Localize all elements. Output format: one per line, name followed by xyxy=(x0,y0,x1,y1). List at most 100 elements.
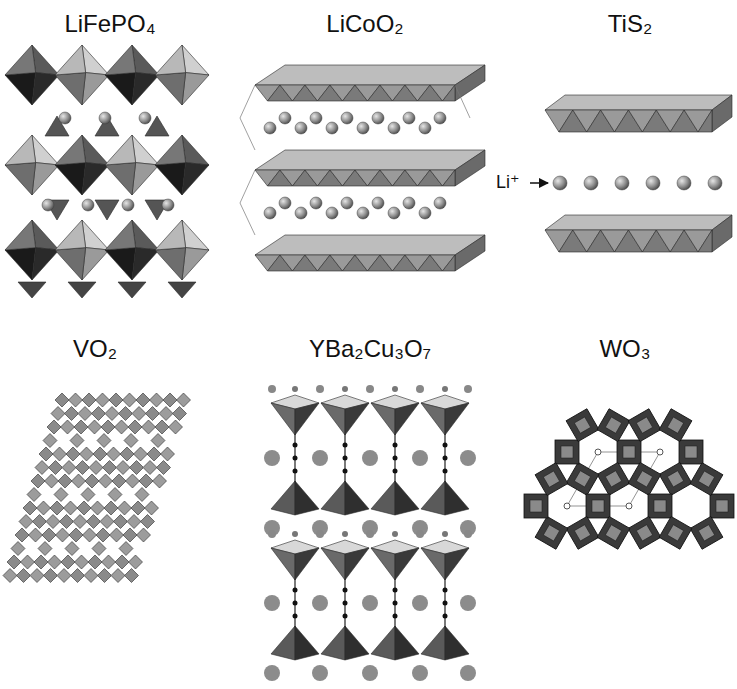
octahedron-square xyxy=(56,528,70,542)
oxygen-dot xyxy=(293,469,298,474)
octahedron-square xyxy=(586,494,610,518)
polyhedron-face xyxy=(5,220,36,250)
octahedron-square xyxy=(135,488,149,502)
polyhedron-face xyxy=(55,248,86,280)
octahedron-square xyxy=(69,528,83,542)
polyhedron-face xyxy=(105,220,136,250)
octahedron-square xyxy=(82,393,96,407)
octahedron-inner xyxy=(530,500,542,512)
oxygen-dot xyxy=(443,443,448,448)
octahedron-square xyxy=(64,501,78,515)
octahedron-square xyxy=(137,528,151,542)
pyramid-face xyxy=(321,403,345,435)
polyhedron-face xyxy=(182,248,209,280)
ba-atom xyxy=(412,665,428,681)
octahedron-outer xyxy=(535,463,568,496)
pyramid-face xyxy=(371,626,395,660)
octahedron-square xyxy=(65,407,79,421)
octahedron-outer xyxy=(628,409,661,442)
polyhedron-face xyxy=(182,220,209,250)
octahedron-outer xyxy=(617,440,641,464)
ion-sphere xyxy=(279,197,291,209)
octahedron-square xyxy=(57,569,71,583)
octahedron-outer xyxy=(597,516,630,549)
octahedron-square xyxy=(566,516,599,549)
slab-side xyxy=(455,235,485,271)
pyramid-face xyxy=(421,548,445,580)
octahedron-inner xyxy=(605,525,621,541)
pyramid-face xyxy=(371,548,395,580)
octahedron-inner xyxy=(574,417,590,433)
octahedron-square xyxy=(119,542,133,556)
oxygen-dot xyxy=(393,456,398,461)
octahedron-square xyxy=(131,501,145,515)
polyhedron-face xyxy=(32,220,59,250)
octahedron-square xyxy=(35,461,49,475)
octahedron-face xyxy=(684,110,712,132)
polyhedron-face xyxy=(55,45,86,75)
oxygen-dot xyxy=(393,601,398,606)
polyhedron-face xyxy=(32,163,59,195)
unit-cell-outline xyxy=(567,452,660,506)
ion-sphere xyxy=(99,112,111,124)
ba-atom xyxy=(460,450,476,466)
ba-atom xyxy=(460,665,476,681)
oxygen-dot xyxy=(343,456,348,461)
octahedron-square xyxy=(72,474,86,488)
polyhedron-face xyxy=(105,248,136,280)
polyhedron-face xyxy=(5,135,36,165)
oxygen-dot xyxy=(292,531,298,537)
octahedron-square xyxy=(111,569,125,583)
ion-sphere xyxy=(310,112,322,124)
pointer-arrow xyxy=(530,182,548,184)
octahedron-square xyxy=(710,494,734,518)
ion-sphere xyxy=(310,197,322,209)
octahedron-square xyxy=(69,393,83,407)
octahedron-inner xyxy=(636,471,652,487)
octahedron-square xyxy=(17,569,31,583)
octahedron-square xyxy=(130,461,144,475)
octahedron-square xyxy=(61,555,75,569)
polyhedron-face xyxy=(105,73,136,105)
octahedron-outer xyxy=(659,516,692,549)
polyhedron-face xyxy=(55,135,86,165)
pyramid-face xyxy=(321,548,345,580)
polyhedron-face xyxy=(132,45,159,75)
pyramid-face xyxy=(421,626,445,660)
polyhedron-face xyxy=(132,248,159,280)
octahedron-outer xyxy=(659,409,692,442)
octahedron-square xyxy=(127,515,141,529)
pyramid-face xyxy=(445,481,469,515)
phosphate-tetrahedron xyxy=(95,200,119,220)
polyhedron-face xyxy=(82,163,109,195)
oxygen-dot xyxy=(342,531,348,537)
pyramid-face xyxy=(371,403,395,435)
oxygen-dot xyxy=(293,443,298,448)
octahedron-outer xyxy=(535,516,568,549)
octahedron-square xyxy=(73,515,87,529)
polyhedron-face xyxy=(132,73,159,105)
octahedron-square xyxy=(53,447,67,461)
ion-sphere xyxy=(295,207,307,219)
octahedron-square xyxy=(141,515,155,529)
octahedron-square xyxy=(89,461,103,475)
octahedron-square xyxy=(105,407,119,421)
octahedron-square xyxy=(88,420,102,434)
octahedron-inner xyxy=(574,525,590,541)
octahedron-square xyxy=(37,501,51,515)
polyhedron-face xyxy=(132,135,159,165)
formula-title: LiCoO₂ xyxy=(326,10,403,38)
octahedron-outer xyxy=(690,516,723,549)
formula-title: YBa₂Cu₃O₇ xyxy=(309,335,431,363)
ba-atom xyxy=(264,450,280,466)
ion-sphere xyxy=(403,197,415,209)
ion-sphere xyxy=(677,176,691,190)
oxygen-dot xyxy=(292,386,298,392)
phosphate-tetrahedron xyxy=(18,282,46,298)
polyhedron-face xyxy=(32,135,59,165)
ba-atom xyxy=(362,450,378,466)
octahedron-square xyxy=(139,474,153,488)
pyramid-face xyxy=(445,626,469,660)
octahedron-square xyxy=(74,420,88,434)
octahedron-square xyxy=(60,515,74,529)
